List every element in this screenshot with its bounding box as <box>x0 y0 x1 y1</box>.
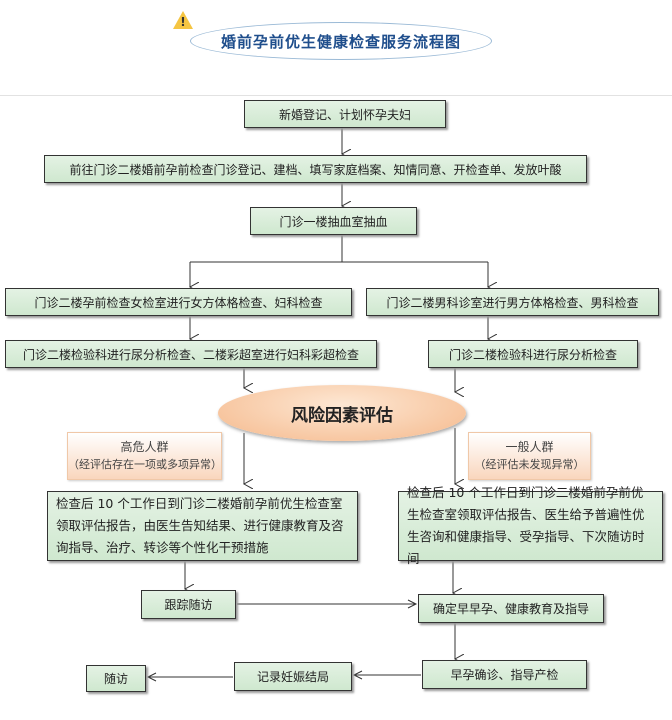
step-text: 门诊二楼检验科进行尿分析检查、二楼彩超室进行妇科彩超检查 <box>22 347 359 362</box>
high-risk-note: （经评估存在一项或多项异常） <box>68 458 222 471</box>
step-blood-draw: 门诊一楼抽血室抽血 <box>250 207 417 235</box>
step-text: 新婚登记、计划怀孕夫妇 <box>278 107 411 122</box>
step-text: 门诊一楼抽血室抽血 <box>279 214 388 229</box>
step-tracking: 跟踪随访 <box>141 590 236 619</box>
step-text: 随访 <box>103 672 128 686</box>
step-text: 检查后 10 个工作日到门诊二楼婚前孕前优生检查室领取评估报告、医生给予普遍性优… <box>407 485 645 566</box>
step-record-outcome: 记录妊娠结局 <box>234 662 352 691</box>
step-text: 记录妊娠结局 <box>256 670 329 684</box>
normal-title: 一般人群 <box>505 440 554 454</box>
step-registration: 新婚登记、计划怀孕夫妇 <box>244 100 446 128</box>
step-text: 前往门诊二楼婚前孕前检查门诊登记、建档、填写家庭档案、知情同意、开检查单、发放叶… <box>69 162 562 177</box>
warning-icon: ! <box>173 11 193 29</box>
risk-text: 风险因素评估 <box>291 405 393 426</box>
page-title: 婚前孕前优生健康检查服务流程图 <box>190 22 492 60</box>
step-confirm-pregnancy: 确定早早孕、健康教育及指导 <box>418 594 604 623</box>
risk-assessment-node: 风险因素评估 <box>218 385 466 441</box>
step-early-pregnancy: 早孕确诊、指导产检 <box>422 660 587 689</box>
step-outpatient-registration: 前往门诊二楼婚前孕前检查门诊登记、建档、填写家庭档案、知情同意、开检查单、发放叶… <box>44 155 587 183</box>
step-text: 早孕确诊、指导产检 <box>450 668 559 682</box>
step-normal-action: 检查后 10 个工作日到门诊二楼婚前孕前优生检查室领取评估报告、医生给予普遍性优… <box>398 485 663 566</box>
normal-label: 一般人群 （经评估未发现异常） <box>468 432 591 480</box>
svg-text:!: ! <box>180 15 185 29</box>
divider <box>0 95 672 96</box>
step-female-exam: 门诊二楼孕前检查女检室进行女方体格检查、妇科检查 <box>5 288 352 316</box>
step-male-exam: 门诊二楼男科诊室进行男方体格检查、男科检查 <box>366 288 659 316</box>
step-text: 检查后 10 个工作日到门诊二楼婚前孕前优生检查室领取评估报告，由医生告知结果、… <box>56 496 344 555</box>
step-male-lab: 门诊二楼检验科进行尿分析检查 <box>428 340 638 368</box>
high-risk-label: 高危人群 （经评估存在一项或多项异常） <box>67 432 222 480</box>
title-text: 婚前孕前优生健康检查服务流程图 <box>220 32 461 51</box>
normal-note: （经评估未发现异常） <box>474 458 585 471</box>
step-text: 门诊二楼检验科进行尿分析检查 <box>448 347 617 362</box>
step-text: 门诊二楼孕前检查女检室进行女方体格检查、妇科检查 <box>34 295 323 310</box>
step-text: 确定早早孕、健康教育及指导 <box>432 602 589 616</box>
step-text: 跟踪随访 <box>164 598 213 612</box>
step-high-risk-action: 检查后 10 个工作日到门诊二楼婚前孕前优生检查室领取评估报告，由医生告知结果、… <box>47 491 358 561</box>
step-female-lab: 门诊二楼检验科进行尿分析检查、二楼彩超室进行妇科彩超检查 <box>5 340 377 368</box>
step-text: 门诊二楼男科诊室进行男方体格检查、男科检查 <box>386 295 639 310</box>
high-risk-title: 高危人群 <box>120 440 169 454</box>
step-followup: 随访 <box>86 665 146 692</box>
